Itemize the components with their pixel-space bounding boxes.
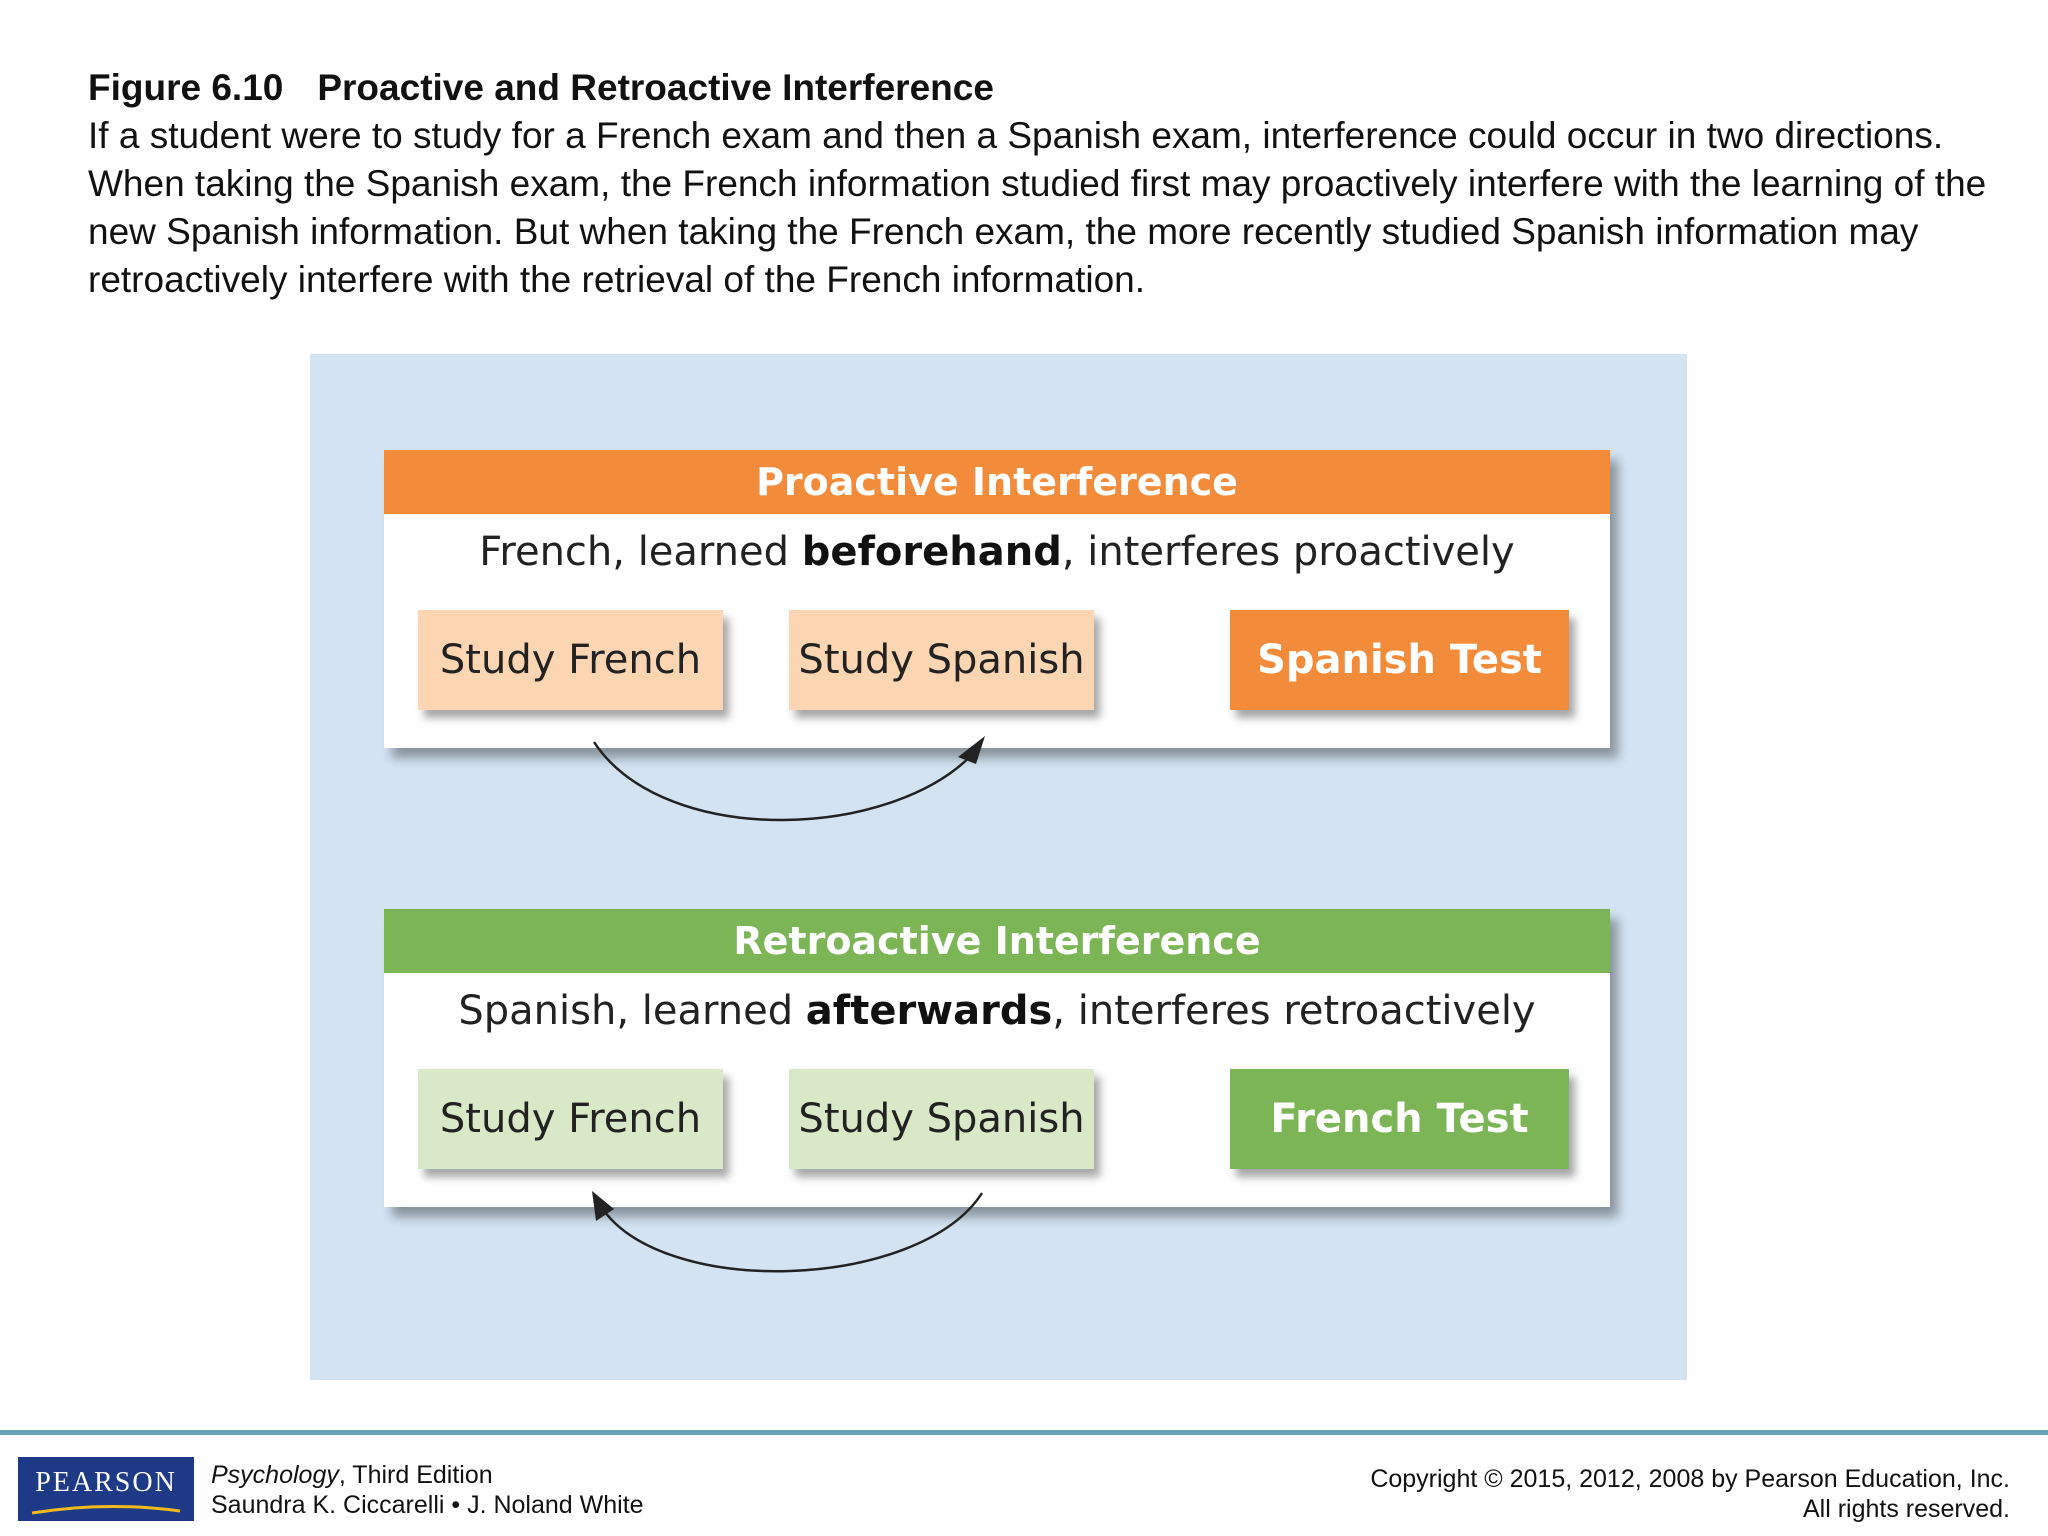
proactive-step-study-spanish: Study Spanish [789,610,1094,710]
retroactive-desc-start: Spanish, learned [458,988,806,1034]
book-info: Psychology, Third Edition Saundra K. Cic… [211,1460,644,1520]
logo-text: PEARSON [35,1467,177,1498]
copyright-line-2: All rights reserved. [1802,1495,2010,1523]
figure-caption: Figure 6.10 Proactive and Retroactive Int… [88,64,1988,304]
proactive-interference-box: Proactive Interference French, learned b… [384,450,1610,748]
pearson-logo: PEARSON [18,1457,194,1521]
proactive-step-study-french: Study French [418,610,723,710]
logo-swoosh-icon [31,1504,181,1515]
diagram-panel: Proactive Interference French, learned b… [310,354,1687,1380]
footer-divider [0,1430,2048,1435]
book-authors: Saundra K. Ciccarelli • J. Noland White [211,1491,644,1519]
book-edition: , Third Edition [338,1461,493,1489]
retroactive-title: Retroactive Interference [384,909,1610,973]
proactive-desc-start: French, learned [479,529,802,575]
proactive-desc-emphasis: beforehand [801,529,1062,575]
book-title: Psychology [211,1461,339,1489]
proactive-title: Proactive Interference [384,450,1610,514]
copyright-line-1: Copyright © 2015, 2012, 2008 by Pearson … [1370,1465,2010,1493]
retroactive-step-study-spanish: Study Spanish [789,1069,1094,1169]
retroactive-step-french-test: French Test [1230,1069,1569,1169]
proactive-step-spanish-test: Spanish Test [1230,610,1569,710]
figure-number: Figure 6.10 [88,67,284,108]
proactive-description: French, learned beforehand, interferes p… [384,522,1610,582]
proactive-desc-end: , interferes proactively [1061,529,1515,575]
copyright-notice: Copyright © 2015, 2012, 2008 by Pearson … [1370,1464,2010,1524]
figure-title: Proactive and Retroactive Interference [317,67,994,108]
retroactive-interference-box: Retroactive Interference Spanish, learne… [384,909,1610,1207]
retroactive-desc-end: , interferes retroactively [1052,988,1536,1034]
figure-description: If a student were to study for a French … [88,115,1987,300]
retroactive-desc-emphasis: afterwards [805,988,1053,1034]
retroactive-step-study-french: Study French [418,1069,723,1169]
retroactive-description: Spanish, learned afterwards, interferes … [384,981,1610,1041]
figure-heading: Figure 6.10 Proactive and Retroactive Int… [88,64,1988,112]
